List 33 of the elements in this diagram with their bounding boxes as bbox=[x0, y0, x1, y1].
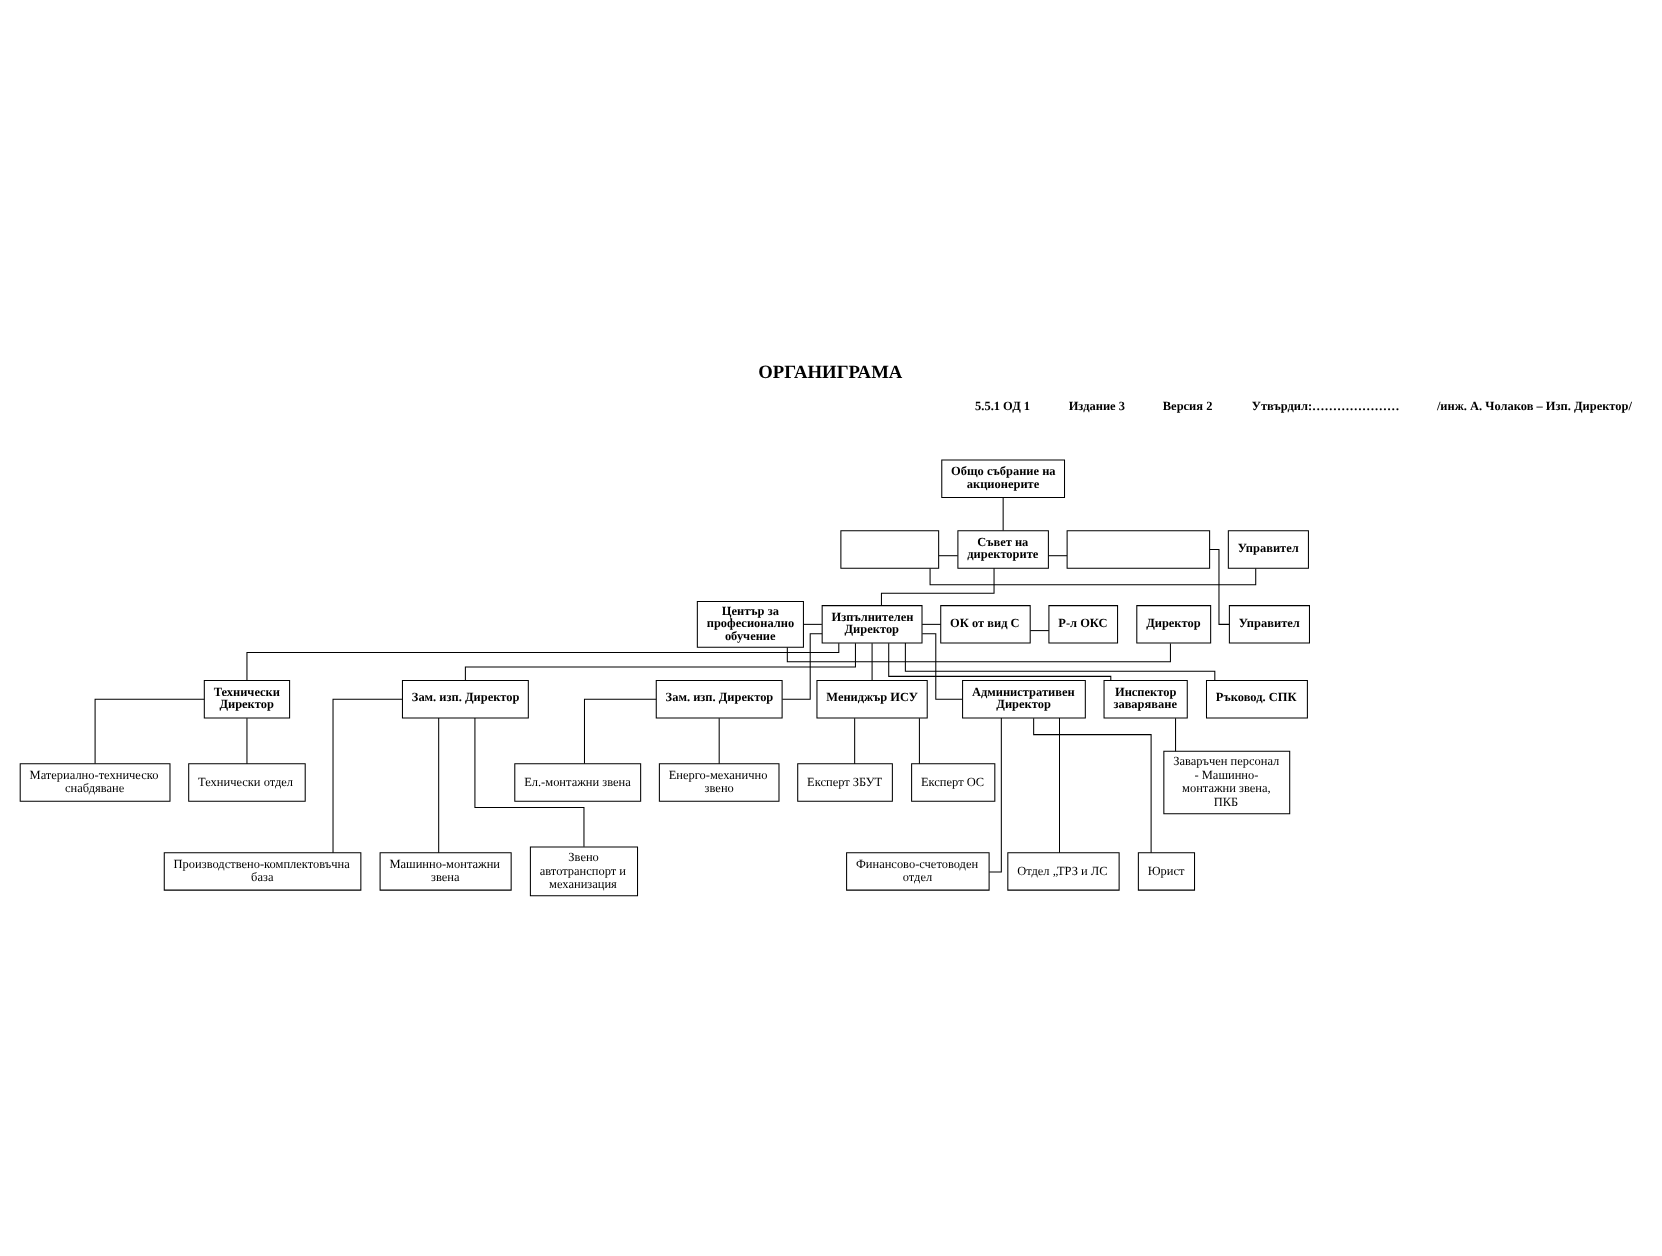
node-box bbox=[1066, 530, 1211, 569]
connector bbox=[1175, 717, 1177, 752]
connector bbox=[803, 623, 823, 625]
connector bbox=[1029, 630, 1050, 632]
connector bbox=[246, 642, 840, 681]
node-box bbox=[840, 530, 940, 569]
connector bbox=[888, 642, 1112, 681]
connector bbox=[1048, 555, 1068, 557]
connector bbox=[988, 717, 1002, 873]
connector bbox=[1058, 717, 1060, 854]
connector bbox=[921, 623, 942, 625]
connector bbox=[1002, 497, 1004, 531]
connector bbox=[1209, 548, 1230, 625]
connector bbox=[929, 567, 1257, 586]
diagram-title: ОРГАНИГРАМА bbox=[758, 364, 903, 385]
connector bbox=[781, 633, 823, 700]
connector bbox=[1033, 717, 1152, 854]
connector bbox=[718, 717, 720, 765]
connector bbox=[921, 633, 963, 700]
connector bbox=[246, 717, 248, 765]
connector bbox=[880, 567, 995, 606]
connector bbox=[474, 717, 585, 848]
connector bbox=[904, 642, 1216, 681]
connector bbox=[438, 717, 440, 854]
connector bbox=[854, 717, 856, 765]
connector bbox=[786, 643, 1171, 663]
connector bbox=[918, 717, 920, 765]
connector bbox=[94, 698, 205, 765]
connector bbox=[332, 698, 403, 854]
connector bbox=[464, 642, 856, 681]
connector bbox=[938, 555, 959, 557]
connector bbox=[871, 642, 873, 681]
connector bbox=[583, 698, 657, 765]
